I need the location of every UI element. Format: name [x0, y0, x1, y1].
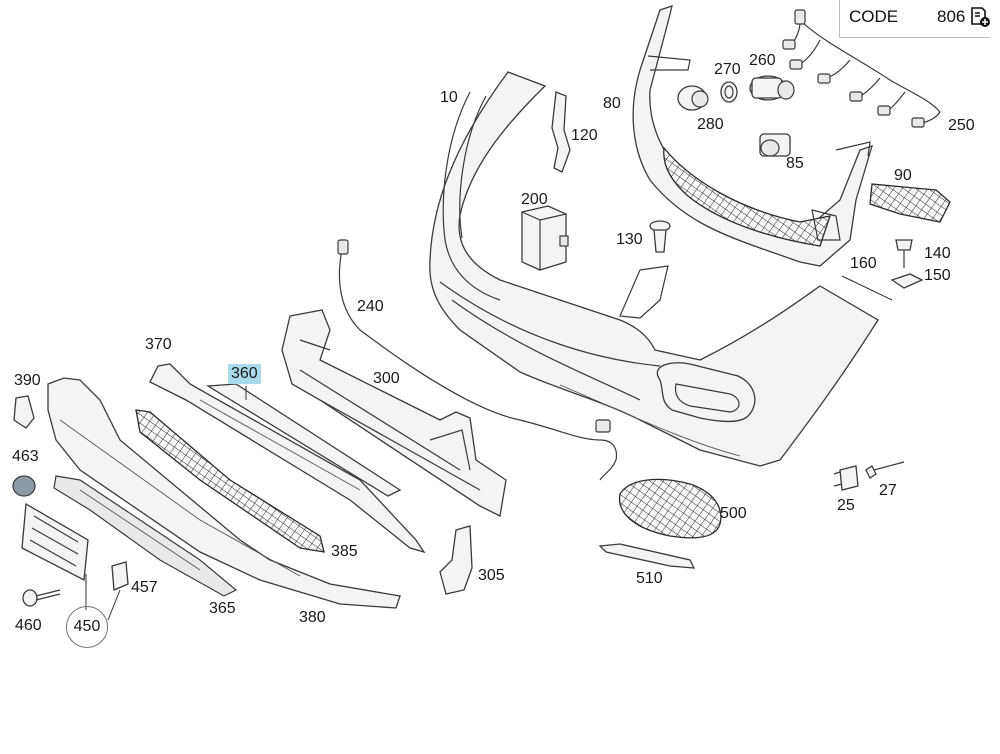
callout-370[interactable]: 370: [145, 336, 172, 353]
part-390-bracket: [13, 395, 35, 429]
callout-120[interactable]: 120: [571, 127, 598, 144]
callout-200[interactable]: 200: [521, 191, 548, 208]
part-140-screw: [895, 239, 913, 268]
part-80-carrier: [632, 5, 873, 267]
callout-25[interactable]: 25: [837, 497, 855, 514]
callout-260[interactable]: 260: [749, 52, 776, 69]
callout-270[interactable]: 270: [714, 61, 741, 78]
callout-510[interactable]: 510: [636, 570, 663, 587]
part-90-grille: [869, 183, 951, 223]
part-150-clip: [890, 273, 924, 289]
part-365-splitter: [53, 475, 238, 597]
callout-305[interactable]: 305: [478, 567, 505, 584]
code-box: CODE 806: [839, 0, 990, 38]
callout-240[interactable]: 240: [357, 298, 384, 315]
part-27-rivet: [865, 461, 905, 479]
leader-450: [85, 574, 121, 621]
callout-500[interactable]: 500: [720, 505, 747, 522]
part-500-fog-grille: [619, 478, 722, 539]
part-360-strip: [205, 383, 402, 497]
callout-300[interactable]: 300: [373, 370, 400, 387]
part-305-bracket: [439, 525, 473, 595]
callout-390[interactable]: 390: [14, 372, 41, 389]
part-380-spoiler: [47, 377, 401, 609]
callout-457[interactable]: 457: [131, 579, 158, 596]
part-460-screw: [22, 589, 61, 607]
part-510-strip: [598, 543, 696, 569]
callout-365[interactable]: 365: [209, 600, 236, 617]
part-450-plate-holder: [21, 502, 89, 582]
callout-450[interactable]: 450: [66, 606, 108, 648]
callout-160[interactable]: 160: [850, 255, 877, 272]
leader-160: [841, 275, 893, 301]
part-10-bumper-cover: [429, 71, 879, 467]
part-280-sensor-holder: [677, 85, 709, 111]
part-463-plug: [12, 475, 36, 497]
part-120-bracket: [551, 91, 571, 173]
part-270-ring: [720, 81, 738, 103]
callout-250[interactable]: 250: [948, 117, 975, 134]
part-250-harness: [782, 9, 941, 128]
part-85-sensor: [759, 133, 791, 157]
part-457-clip: [111, 561, 129, 591]
callout-140[interactable]: 140: [924, 245, 951, 262]
callout-463[interactable]: 463: [12, 448, 39, 465]
part-300-absorber: [281, 309, 507, 517]
callout-27[interactable]: 27: [879, 482, 897, 499]
callout-380[interactable]: 380: [299, 609, 326, 626]
part-240-cable: [337, 239, 618, 481]
callout-90[interactable]: 90: [894, 167, 912, 184]
document-add-icon[interactable]: [969, 6, 991, 28]
code-label: CODE: [849, 7, 899, 26]
part-260-sensor: [749, 75, 795, 101]
part-385-grille: [135, 409, 325, 553]
callout-10[interactable]: 10: [440, 89, 458, 106]
callout-85[interactable]: 85: [786, 155, 804, 172]
part-130-clip: [649, 220, 671, 253]
part-370-trim: [149, 363, 426, 554]
callout-80[interactable]: 80: [603, 95, 621, 112]
callout-130[interactable]: 130: [616, 231, 643, 248]
callout-460[interactable]: 460: [15, 617, 42, 634]
code-value: 806: [937, 7, 966, 26]
callout-385[interactable]: 385: [331, 543, 358, 560]
callout-280[interactable]: 280: [697, 116, 724, 133]
callout-360[interactable]: 360: [228, 364, 261, 384]
part-25-clip: [833, 465, 859, 491]
callout-150[interactable]: 150: [924, 267, 951, 284]
part-200-module: [521, 205, 569, 271]
